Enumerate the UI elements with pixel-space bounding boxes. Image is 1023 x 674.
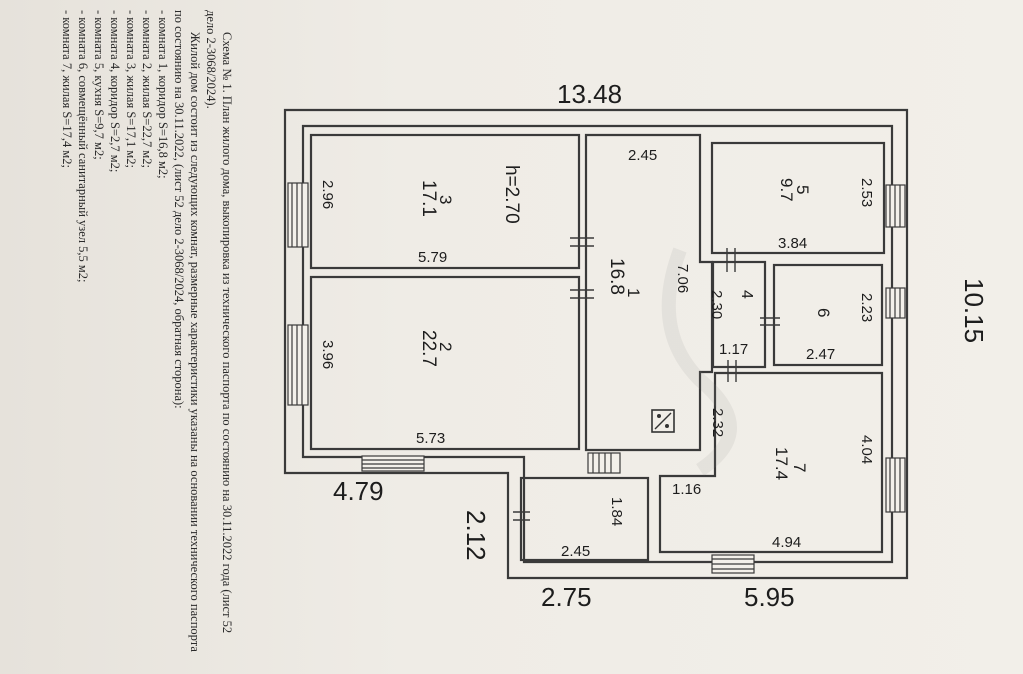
room-2-number: 2 bbox=[436, 342, 455, 351]
room-3-outline bbox=[309, 133, 581, 270]
room-2-area: 22.7 bbox=[418, 330, 439, 367]
room-7-inner-a: 2.32 bbox=[709, 408, 726, 437]
window-room-3 bbox=[287, 182, 309, 248]
door-room-2 bbox=[570, 289, 594, 299]
window-room-6 bbox=[885, 287, 906, 319]
outer-wall bbox=[283, 108, 909, 580]
room-3-area: 17.1 bbox=[418, 180, 439, 217]
room-2-outline bbox=[309, 275, 581, 451]
door-room-5 bbox=[726, 248, 736, 272]
room-4-length: 1.17 bbox=[719, 341, 748, 358]
room-6-number: 6 bbox=[814, 308, 833, 317]
porch-outline bbox=[519, 476, 650, 562]
room-5-length: 3.84 bbox=[778, 235, 807, 252]
room-5-area: 9.7 bbox=[777, 178, 796, 202]
door-room-6 bbox=[760, 317, 780, 326]
door-porch bbox=[513, 511, 530, 521]
room-6-side: 2.23 bbox=[858, 293, 875, 322]
room-1-area: 16.8 bbox=[606, 258, 627, 295]
room-2-side: 3.96 bbox=[319, 340, 336, 369]
room-1-width: 2.45 bbox=[628, 147, 657, 164]
room-2-length: 5.73 bbox=[416, 430, 445, 447]
window-bottom bbox=[361, 455, 425, 472]
room-3-length: 5.79 bbox=[418, 249, 447, 266]
room-1-length: 7.06 bbox=[674, 264, 691, 293]
window-room-2 bbox=[287, 324, 309, 406]
room-7-outline bbox=[658, 371, 884, 554]
dim-bottom-left: 4.79 bbox=[333, 476, 384, 506]
room-7-number: 7 bbox=[790, 463, 809, 472]
dim-step: 2.12 bbox=[461, 510, 491, 561]
watermark bbox=[661, 247, 737, 476]
dim-right: 10.15 bbox=[959, 278, 989, 343]
dim-bottom-mid: 2.75 bbox=[541, 582, 592, 612]
room-4-side: 2.30 bbox=[708, 290, 725, 319]
porch-length: 2.45 bbox=[561, 543, 590, 560]
inner-wall bbox=[301, 124, 894, 564]
door-room-3 bbox=[570, 237, 594, 247]
window-room-7-bottom bbox=[711, 554, 755, 574]
room-7-length: 4.94 bbox=[772, 534, 801, 551]
room-1-number: 1 bbox=[624, 288, 643, 297]
room-7-area: 17.4 bbox=[772, 447, 791, 480]
room-3-number: 3 bbox=[436, 195, 455, 204]
room-6-outline bbox=[772, 263, 884, 367]
door-room-7 bbox=[727, 360, 737, 382]
porch-side: 1.84 bbox=[608, 497, 625, 526]
room-4-outline bbox=[711, 260, 767, 369]
room-7-inner-b: 1.16 bbox=[672, 481, 701, 498]
room-5-side: 2.53 bbox=[858, 178, 875, 207]
room-7-side: 4.04 bbox=[858, 435, 875, 464]
room-6-length: 2.47 bbox=[806, 346, 835, 363]
room-1-outline bbox=[584, 133, 714, 452]
boiler-icon bbox=[651, 409, 675, 433]
room-5-outline bbox=[710, 141, 886, 255]
window-room-5 bbox=[885, 184, 906, 228]
dim-bottom-right: 5.95 bbox=[744, 582, 795, 612]
window-porch-top bbox=[587, 452, 621, 474]
room-5-number: 5 bbox=[793, 185, 812, 194]
window-room-7 bbox=[885, 457, 906, 513]
room-4-number: 4 bbox=[738, 290, 755, 299]
room-3-side: 2.96 bbox=[319, 180, 336, 209]
room-3-height: h=2.70 bbox=[501, 165, 522, 224]
dim-top: 13.48 bbox=[557, 79, 622, 109]
